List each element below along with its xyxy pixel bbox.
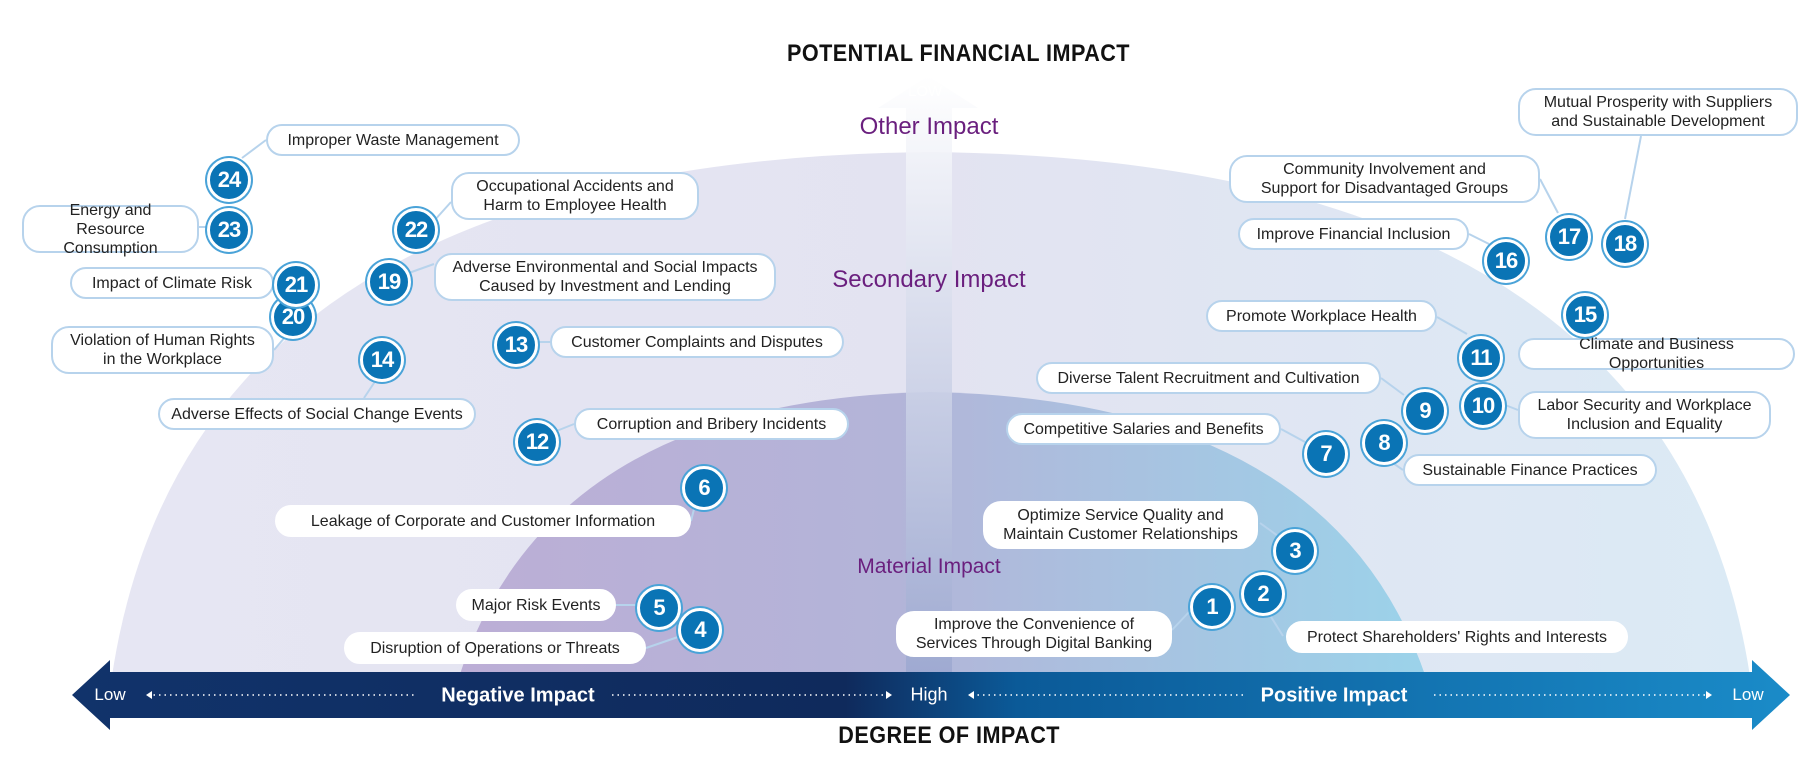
axis-center-high: High (910, 684, 948, 705)
topic-23-number-badge: 23 (207, 208, 251, 252)
topic-13-label: Customer Complaints and Disputes (550, 326, 844, 358)
topic-16-number-badge: 16 (1484, 239, 1528, 283)
topic-16-leader-line (1468, 233, 1490, 245)
topic-24-number-badge: 24 (207, 158, 251, 202)
topic-22-number-badge: 22 (394, 208, 438, 252)
topic-4-label: Disruption of Operations or Threats (344, 632, 646, 664)
topic-20-label: Violation of Human Rights in the Workpla… (51, 326, 274, 374)
topic-8-label: Sustainable Finance Practices (1403, 454, 1657, 486)
topic-10-number-badge: 10 (1461, 384, 1505, 428)
topic-13-number-badge: 13 (494, 323, 538, 367)
topic-16-label: Improve Financial Inclusion (1238, 218, 1469, 250)
top-title: POTENTIAL FINANCIAL IMPACT (787, 40, 1130, 67)
topic-9-leader-line (1380, 377, 1405, 396)
topic-14-label: Adverse Effects of Social Change Events (158, 398, 476, 430)
topic-3-label: Optimize Service Quality and Maintain Cu… (983, 501, 1258, 549)
topic-17-label: Community Involvement and Support for Di… (1229, 155, 1540, 203)
degree-axis-arrow (72, 660, 1790, 730)
zone-material-impact: Material Impact (857, 555, 1001, 578)
topic-15-number-badge: 15 (1563, 293, 1607, 337)
vertical-arrow-label: LOW (908, 83, 943, 100)
topic-18-number-badge: 18 (1603, 222, 1647, 266)
topic-10-label: Labor Security and Workplace Inclusion a… (1518, 391, 1771, 439)
topic-21-label: Impact of Climate Risk (70, 267, 274, 299)
topic-24-leader-line (241, 139, 267, 159)
topic-11-number-badge: 11 (1459, 336, 1503, 380)
topic-18-label: Mutual Prosperity with Suppliers and Sus… (1518, 88, 1798, 136)
topic-19-number-badge: 19 (367, 260, 411, 304)
topic-1-leader-line (1171, 611, 1190, 631)
topic-4-number-badge: 4 (678, 608, 722, 652)
topic-20-leader-line (273, 335, 287, 351)
zone-other-impact: Other Impact (859, 113, 999, 140)
topic-6-label: Leakage of Corporate and Customer Inform… (275, 505, 691, 537)
topic-1-number-badge: 1 (1190, 585, 1234, 629)
topic-7-label: Competitive Salaries and Benefits (1006, 413, 1281, 445)
topic-8-number-badge: 8 (1362, 421, 1406, 465)
topic-3-leader-line (1259, 522, 1279, 537)
topic-11-label: Promote Workplace Health (1206, 300, 1437, 332)
topic-5-label: Major Risk Events (456, 589, 616, 621)
topic-2-leader-line (1267, 611, 1284, 637)
axis-positive-impact: Positive Impact (1260, 684, 1408, 707)
topic-18-leader-line (1624, 135, 1642, 220)
topic-15-label: Climate and Business Opportunities (1518, 336, 1795, 372)
topic-4-leader-line (645, 636, 679, 649)
vertical-arrow (878, 76, 978, 690)
topic-1-label: Improve the Convenience of Services Thro… (896, 611, 1172, 657)
topic-7-leader-line (1280, 428, 1306, 443)
topic-22-leader-line (432, 201, 452, 223)
topic-5-number-badge: 5 (637, 586, 681, 630)
topic-14-leader-line (363, 379, 377, 399)
topic-7-number-badge: 7 (1304, 432, 1348, 476)
topic-12-number-badge: 12 (515, 420, 559, 464)
topic-24-label: Improper Waste Management (266, 124, 520, 156)
bottom-title: DEGREE OF IMPACT (838, 722, 1060, 749)
topic-3-number-badge: 3 (1273, 529, 1317, 573)
topic-21-number-badge: 21 (274, 263, 318, 307)
axis-right-low: Low (1732, 685, 1764, 704)
topic-9-label: Diverse Talent Recruitment and Cultivati… (1036, 362, 1381, 394)
topic-12-label: Corruption and Bribery Incidents (574, 408, 849, 440)
zone-secondary-impact: Secondary Impact (832, 266, 1026, 293)
axis-left-low: Low (94, 685, 126, 704)
topic-6-number-badge: 6 (682, 466, 726, 510)
topic-19-leader-line (405, 263, 435, 275)
topic-19-label: Adverse Environmental and Social Impacts… (434, 253, 776, 301)
topic-17-number-badge: 17 (1547, 215, 1591, 259)
topic-22-label: Occupational Accidents and Harm to Emplo… (451, 172, 699, 220)
topic-17-leader-line (1539, 178, 1559, 214)
topic-9-number-badge: 9 (1403, 389, 1447, 433)
axis-negative-impact: Negative Impact (441, 684, 595, 707)
topic-11-leader-line (1436, 316, 1468, 335)
topic-12-leader-line (553, 423, 575, 433)
topic-23-label: Energy and Resource Consumption (22, 202, 199, 257)
topic-2-label: Protect Shareholders' Rights and Interes… (1286, 621, 1628, 653)
topic-2-number-badge: 2 (1241, 572, 1285, 616)
topic-14-number-badge: 14 (360, 338, 404, 382)
